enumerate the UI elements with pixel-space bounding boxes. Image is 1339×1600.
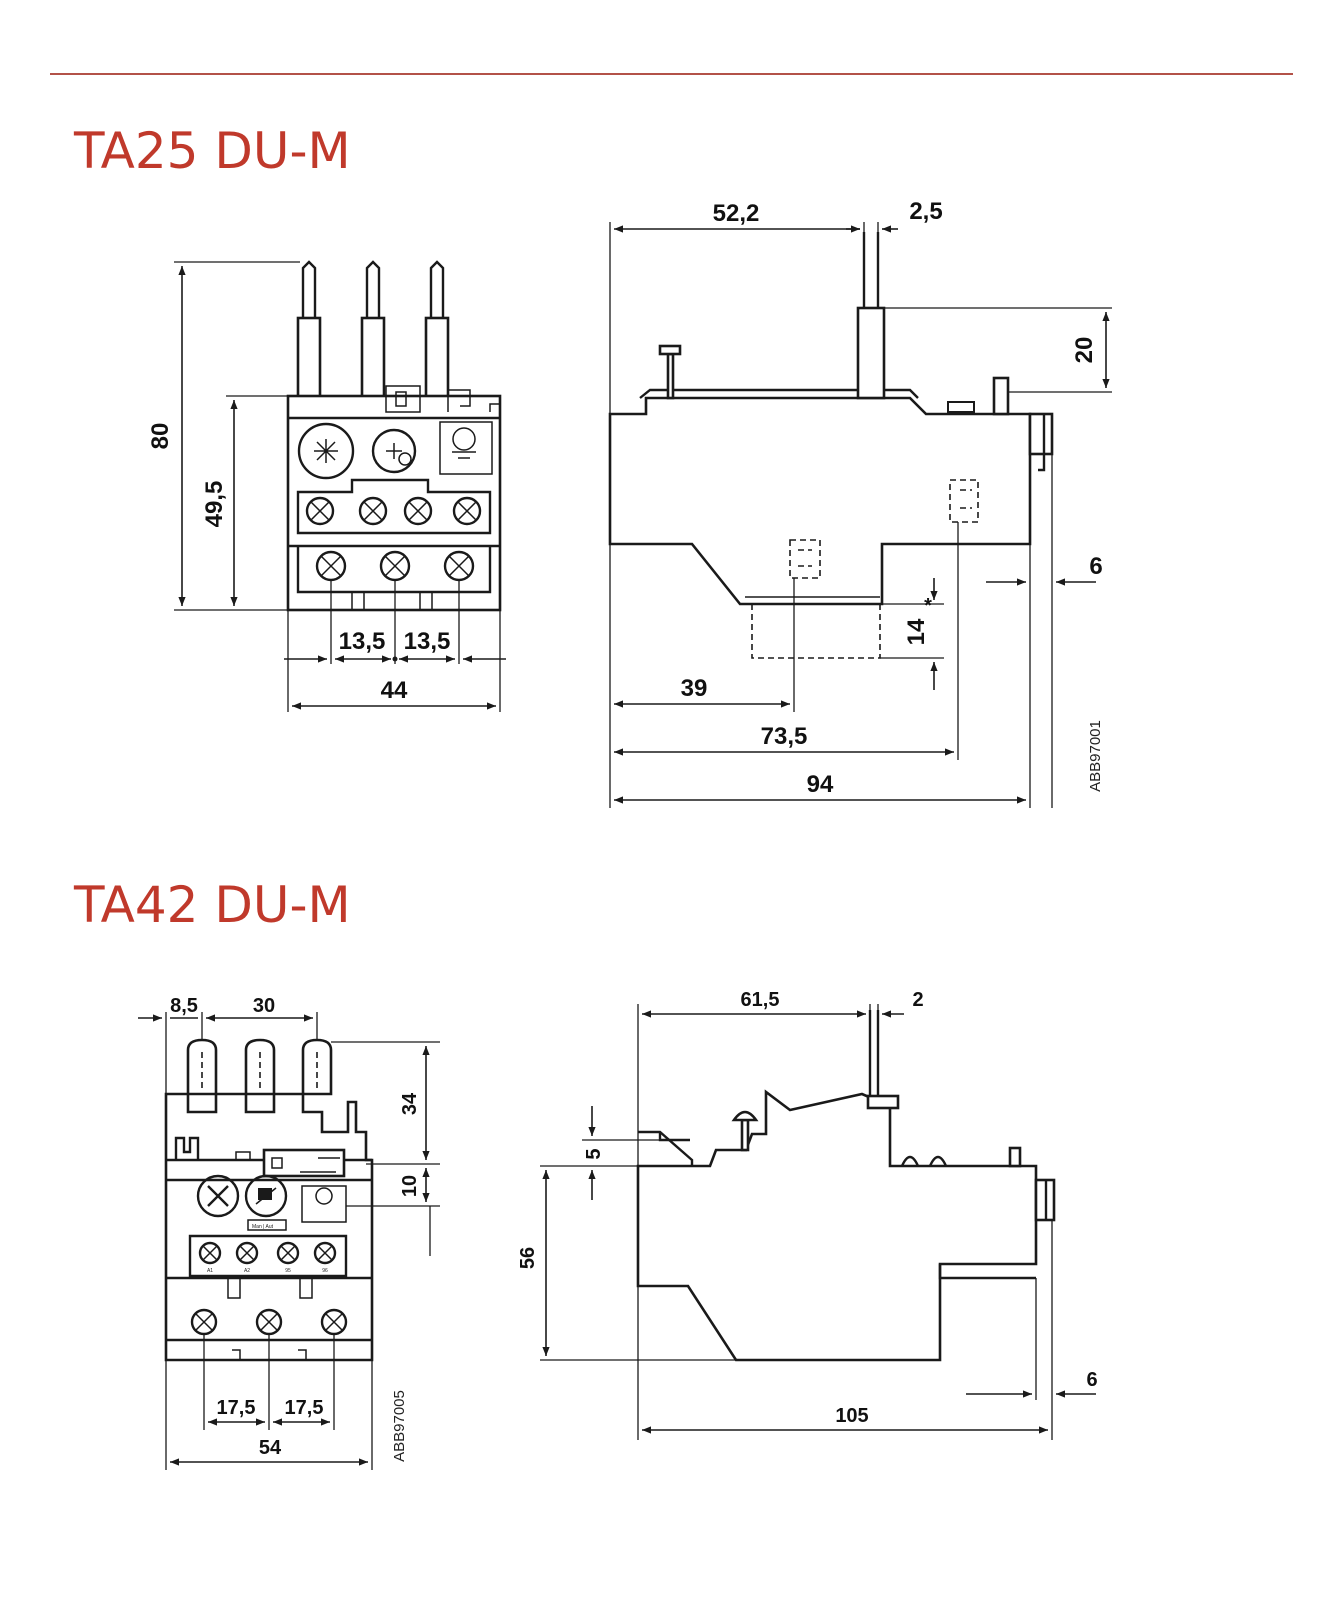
- ta25-front-view: 80 49,5 13,5 13,5 44: [147, 260, 506, 712]
- ta25-terminal-pins: [296, 260, 450, 404]
- ta25-dim-second-contact: 73,5: [761, 723, 808, 750]
- header-rule: [50, 73, 1293, 75]
- ta42-dim-rail: 6: [1086, 1369, 1097, 1391]
- ta25-side-view: 52,2 2,5 20 6 14 * 39 73,5 94 ABB97001: [608, 198, 1112, 808]
- ta25-dim-contact-depth: 14: [903, 618, 930, 645]
- ta25-dim-height-total: 80: [147, 423, 174, 450]
- ta42-dim-edge: 8,5: [170, 995, 198, 1017]
- ta25-dim-depth: 94: [807, 771, 834, 798]
- ta42-dim-dial-height: 10: [399, 1175, 421, 1197]
- ta25-dim-pitch-right: 13,5: [404, 628, 451, 655]
- ta25-aux-screws: [305, 496, 482, 526]
- ta42-dim-step: 5: [583, 1148, 605, 1159]
- ta42-dim-top-offset: 61,5: [741, 989, 780, 1011]
- ta25-dim-terminal-height: 20: [1071, 337, 1098, 364]
- ta25-dim-width: 44: [381, 677, 408, 704]
- ta25-dim-top-offset: 52,2: [713, 200, 760, 227]
- ta42-side-view: 61,5 2 5 56 6 105: [517, 989, 1098, 1440]
- ta42-drawing-code: ABB97005: [391, 1390, 408, 1462]
- ta25-dim-pitch-left: 13,5: [339, 628, 386, 655]
- ta42-dim-pitch-right: 17,5: [285, 1397, 324, 1419]
- ta42-aux-screws: [198, 1241, 337, 1265]
- ta25-dim-first-contact: 39: [681, 675, 708, 702]
- ta42-side-terminal: [866, 1094, 900, 1110]
- ta42-terminal-caps: [186, 1038, 333, 1096]
- ta25-dim-terminal: 2,5: [909, 198, 942, 225]
- ta42-reset-button: [244, 1174, 288, 1218]
- ta42-dim-depth: 105: [835, 1405, 868, 1427]
- ta25-dim-height-lower: 49,5: [201, 481, 228, 528]
- ta42-dim-terminal-height: 34: [399, 1092, 421, 1115]
- ta25-dim-rail: 6: [1089, 553, 1102, 580]
- ta42-reset-label: Man | Aut: [252, 1224, 274, 1230]
- ta42-dim-terminal: 2: [912, 989, 923, 1011]
- ta25-side-terminal: [856, 306, 886, 400]
- ta42-front-view: Man | Aut A1 A2 95 96 8,5 30 34 10: [138, 995, 440, 1470]
- ta25-drawing-code: ABB97001: [1087, 720, 1104, 792]
- ta42-terminal-label-a2: A2: [244, 1268, 250, 1274]
- ta42-terminal-label-96: 96: [322, 1268, 328, 1274]
- ta42-dim-width: 54: [259, 1437, 282, 1459]
- ta42-dim-height: 56: [517, 1247, 539, 1269]
- ta42-setting-dial: [196, 1174, 240, 1218]
- ta25-dim-contact-star: *: [924, 595, 932, 617]
- section-title-ta42: TA42 DU-M: [74, 876, 351, 934]
- ta42-dim-pitch-top: 30: [253, 995, 275, 1017]
- section-title-ta25: TA25 DU-M: [74, 122, 351, 180]
- ta25-aux-terminal-block: [296, 478, 492, 535]
- ta42-terminal-label-95: 95: [285, 1268, 291, 1274]
- ta25-reset-button: [371, 428, 417, 474]
- ta42-side-housing: [636, 1089, 1038, 1362]
- ta42-dim-pitch-left: 17,5: [217, 1397, 256, 1419]
- ta25-setting-dial: [297, 422, 355, 480]
- ta42-terminal-label-a1: A1: [207, 1268, 213, 1274]
- ta42-aux-terminal-block: [188, 1234, 348, 1278]
